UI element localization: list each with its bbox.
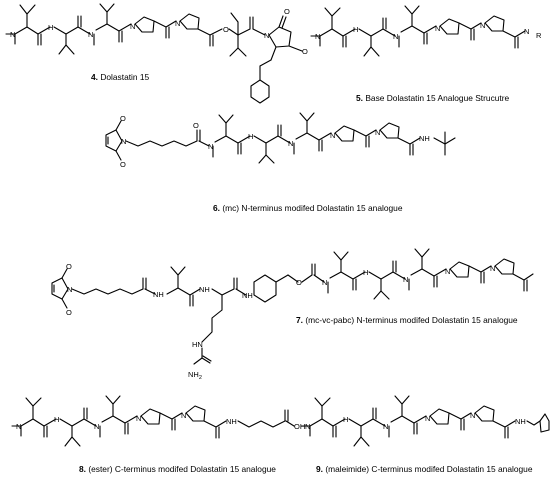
atom-n: N	[175, 19, 180, 28]
atom-n: N	[490, 264, 495, 273]
atom-n: N	[130, 22, 135, 31]
atom-nh2: NH2	[188, 370, 202, 381]
atom-nh: NH	[515, 417, 526, 426]
structure-9-maleimide-analogue	[300, 395, 550, 447]
captions: 4. Dolastatin 15 5. Base Dolastatin 15 A…	[79, 72, 533, 474]
atom-o: O	[296, 278, 302, 287]
atom-hn: HN	[192, 340, 203, 349]
atom-o: O	[193, 121, 199, 130]
atom-n: N	[94, 422, 99, 431]
atom-nh: NH	[153, 290, 164, 299]
atom-n: N	[16, 422, 21, 431]
atom-n: N	[425, 414, 430, 423]
atom-o: O	[66, 308, 72, 317]
caption-8: 8. (ester) C-terminus modifed Dolastatin…	[79, 464, 276, 474]
atom-n: N	[403, 275, 408, 284]
structure-4-dolastatin-15	[5, 3, 303, 104]
atom-nh: NH	[199, 285, 210, 294]
caption-6: 6. (mc) N-terminus modifed Dolastatin 15…	[213, 203, 403, 213]
atom-nh: H	[248, 132, 253, 141]
atom-n: N	[10, 30, 15, 39]
atom-nh: NH	[419, 134, 430, 143]
atom-n: N	[383, 422, 388, 431]
atom-n: N	[445, 267, 450, 276]
atom-n: N	[305, 422, 310, 431]
caption-7: 7. (mc-vc-pabc) N-terminus modifed Dolas…	[296, 315, 518, 325]
atom-n: N	[88, 30, 93, 39]
structure-8-ester-analogue	[11, 395, 295, 447]
atom-n: N	[288, 139, 293, 148]
atom-nh: H	[343, 415, 348, 424]
atom-n: N	[524, 27, 529, 36]
atom-n: N	[330, 131, 335, 140]
structure-5-base-analogue	[310, 5, 526, 57]
atom-labels: N H N N N O N O O N H N N N N R O O N O …	[10, 7, 542, 431]
atom-n: N	[264, 31, 269, 40]
atom-nh: H	[54, 415, 59, 424]
atom-n: N	[393, 32, 398, 41]
atom-o: O	[120, 114, 126, 123]
atom-n: N	[208, 142, 213, 151]
atom-n: N	[181, 411, 186, 420]
atom-o: O	[223, 25, 229, 34]
atom-n: N	[136, 414, 141, 423]
atom-nh: H	[363, 268, 368, 277]
atom-n: N	[315, 32, 320, 41]
caption-5: 5. Base Dolastatin 15 Analogue Strucutre	[356, 93, 510, 103]
atom-n: N	[322, 278, 327, 287]
atom-nh: H	[353, 25, 358, 34]
atom-o: O	[66, 262, 72, 271]
structure-7-mc-vc-pabc-analogue	[51, 248, 534, 343]
atom-nh: NH	[242, 291, 253, 300]
atom-n: N	[121, 137, 126, 146]
atom-nh: H	[48, 23, 53, 32]
atom-o: O	[302, 47, 308, 56]
atom-n: N	[375, 128, 380, 137]
atom-n: N	[470, 411, 475, 420]
atom-n: N	[67, 285, 72, 294]
atom-n: N	[480, 21, 485, 30]
atom-nh: NH	[226, 417, 237, 426]
atom-r: R	[536, 31, 542, 40]
atom-n: N	[435, 24, 440, 33]
atom-oh: OH	[294, 422, 305, 431]
atom-o: O	[284, 7, 290, 16]
caption-4: 4. Dolastatin 15	[91, 72, 150, 82]
structure-6-mc-analogue	[105, 112, 456, 164]
atom-o: O	[120, 160, 126, 169]
caption-9: 9. (maleimide) C-terminus modifed Dolast…	[316, 464, 533, 474]
